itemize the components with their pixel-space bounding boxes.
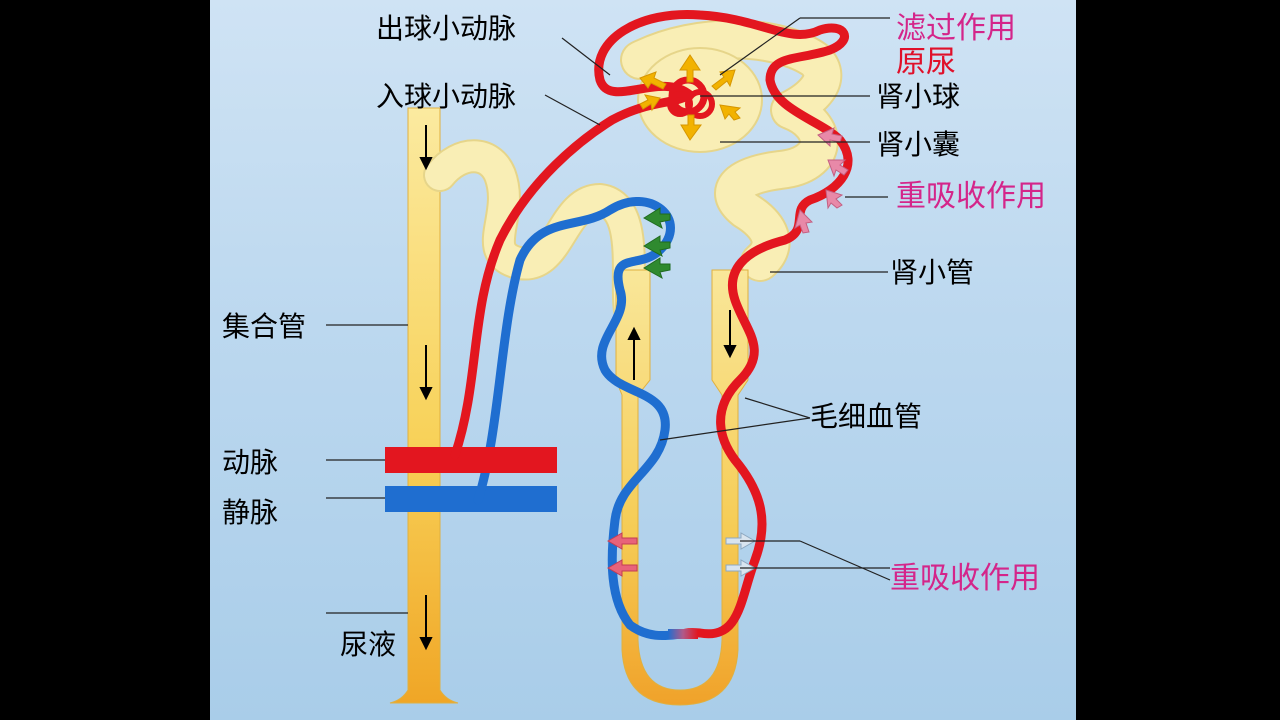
label-urine: 尿液 xyxy=(340,628,396,661)
label-vein: 静脉 xyxy=(222,496,278,529)
leader-lines xyxy=(326,17,891,614)
label-artery: 动脉 xyxy=(222,446,278,479)
label-filtration: 滤过作用 xyxy=(896,11,1016,46)
label-afferent-arteriole: 入球小动脉 xyxy=(376,80,516,113)
label-reabsorption-bottom: 重吸收作用 xyxy=(890,561,1040,596)
collecting-duct xyxy=(389,107,459,704)
label-collecting-duct: 集合管 xyxy=(222,310,306,343)
label-primary-urine: 原尿 xyxy=(896,45,956,80)
label-glomerulus: 肾小球 xyxy=(876,80,960,113)
label-reabsorption-top: 重吸收作用 xyxy=(896,179,1046,214)
artery-vessels xyxy=(385,9,853,639)
renal-tubule xyxy=(423,19,843,327)
label-capillary: 毛细血管 xyxy=(810,400,922,433)
loop-of-henle xyxy=(615,269,749,706)
label-bowman-capsule: 肾小囊 xyxy=(876,128,960,161)
label-renal-tubule: 肾小管 xyxy=(890,256,974,289)
filtration-arrows xyxy=(639,54,742,141)
reabsorption-arrows-top xyxy=(794,127,849,234)
label-efferent-arteriole: 出球小动脉 xyxy=(376,12,516,45)
capillary-junction xyxy=(668,629,698,639)
flow-arrows xyxy=(419,125,737,651)
green-arrows xyxy=(643,207,671,280)
